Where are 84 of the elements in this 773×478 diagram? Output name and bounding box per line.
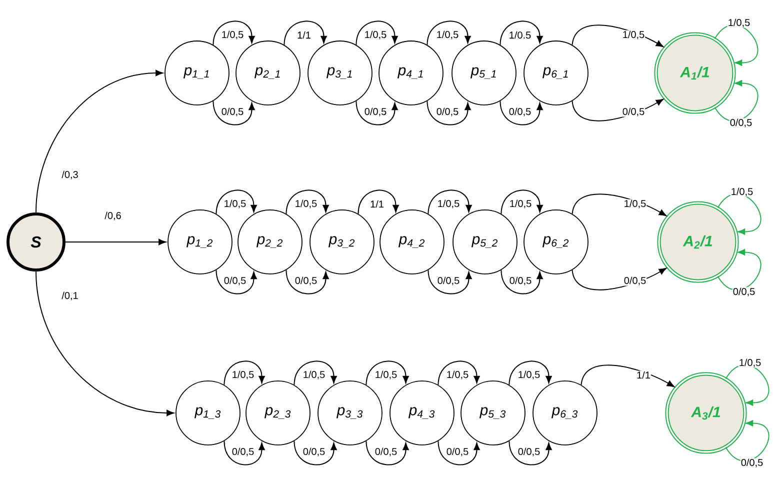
self-loop-arrow — [717, 249, 762, 290]
edge-label: /0,1 — [61, 291, 79, 301]
edge-label: 0/0,5 — [729, 118, 753, 128]
edge-label: 0/0,5 — [374, 447, 398, 457]
edge-label: 1/0,5 — [623, 199, 647, 209]
arrow — [224, 440, 265, 466]
edge-label: 1/0,5 — [220, 30, 244, 40]
edge-label: 0/0,5 — [436, 107, 460, 117]
arrow — [356, 100, 398, 126]
arrow — [572, 24, 664, 48]
edge-label: 0/0,5 — [302, 447, 326, 457]
arrow — [500, 100, 543, 126]
arrow — [428, 270, 472, 294]
edge-label: 1/1 — [636, 370, 651, 380]
arrow — [356, 20, 398, 46]
arrow — [216, 270, 257, 294]
edge-label: 0/0,5 — [436, 276, 460, 286]
arrow — [212, 100, 255, 126]
arrow — [508, 440, 552, 466]
edge-label: 0/0,5 — [740, 458, 764, 468]
arrow — [572, 98, 664, 122]
edge-label: 1/0,5 — [294, 199, 318, 209]
arrow — [572, 194, 667, 216]
self-loop-arrow — [717, 194, 762, 235]
edge-label: 1/0,5 — [446, 370, 470, 380]
edge-label: 1/1 — [370, 200, 384, 208]
arrow — [508, 360, 552, 386]
self-loop-arrow — [714, 24, 758, 66]
edge-label: 1/0,5 — [622, 30, 646, 40]
arrow — [500, 270, 543, 294]
arrow — [438, 440, 480, 466]
arrow — [65, 238, 166, 246]
edge-label: 1/0,5 — [364, 30, 388, 40]
arrow — [426, 20, 471, 46]
arrow — [572, 268, 667, 290]
edge-label: 1/0,5 — [738, 358, 762, 368]
edge-label: 0/0,5 — [508, 276, 532, 286]
edge-label: 1/0,5 — [436, 30, 460, 40]
edge-label: 0/0,5 — [294, 276, 318, 286]
edge-label: 0/0,5 — [622, 107, 646, 117]
edge-label: /0,3 — [61, 170, 79, 180]
edge-label: 1/0,5 — [302, 370, 326, 380]
self-loop-arrow — [725, 364, 770, 406]
self-loop-arrow — [725, 420, 770, 462]
arrow — [294, 360, 337, 386]
edge-label: 1/1 — [296, 30, 312, 40]
arrow — [224, 360, 265, 386]
edge-label: 0/0,5 — [223, 276, 247, 286]
arrow — [216, 190, 257, 214]
arrow — [294, 440, 337, 466]
edge-label: 0/0,5 — [220, 107, 244, 117]
arrow — [358, 190, 399, 214]
arrow — [286, 190, 329, 214]
edge-label: 0/0,5 — [623, 276, 647, 286]
arrow — [36, 271, 174, 416]
arrow — [284, 20, 327, 46]
arrow — [366, 440, 409, 466]
edge-label: 1/0,5 — [231, 370, 255, 380]
edge-label: 1/0,5 — [730, 187, 754, 197]
edge-label: 0/0,5 — [364, 107, 388, 117]
edge-label: 1/0,5 — [517, 370, 541, 380]
self-loop-arrow — [714, 80, 758, 122]
edge-label: 1/0,5 — [436, 199, 460, 209]
arrow — [36, 70, 164, 213]
edge-label: 1/0,5 — [727, 18, 751, 28]
arrow — [500, 190, 543, 214]
edge-label: 1/0,5 — [223, 199, 247, 209]
edge-label: 0/0,5 — [508, 107, 532, 117]
edge-label: /0,6 — [104, 211, 122, 221]
edge-label: 0/0,5 — [732, 287, 756, 297]
arrow — [580, 364, 675, 388]
arrow — [286, 270, 329, 294]
edge-label: 1/0,5 — [508, 199, 532, 209]
edge-label: 0/0,5 — [446, 447, 470, 457]
arrow — [366, 360, 409, 386]
arrow — [438, 360, 480, 386]
arrow — [212, 20, 255, 46]
arrow — [426, 100, 471, 126]
edge-label: 1/0,5 — [374, 370, 398, 380]
arrow — [428, 190, 472, 214]
arrow — [500, 20, 543, 46]
edge-label: 0/0,5 — [231, 447, 255, 457]
edge-label: 1/0.5 — [508, 30, 532, 40]
edge-label: 0/0,5 — [517, 447, 541, 457]
